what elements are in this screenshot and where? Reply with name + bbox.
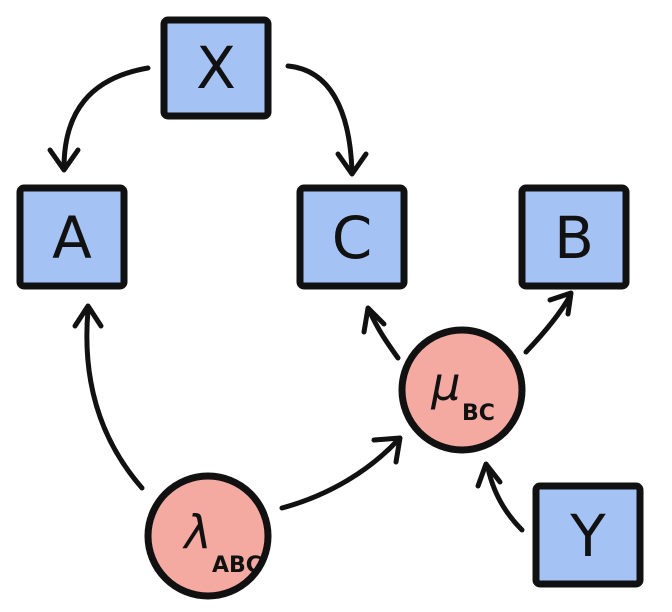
node-lambda: λ ABC — [144, 472, 272, 600]
edge-lambda-to-a — [72, 303, 145, 491]
node-lambda-symbol: λ — [181, 505, 211, 559]
node-y-label: Y — [569, 502, 606, 570]
edge-mu-to-b — [523, 290, 574, 355]
node-mu-symbol: μ — [430, 357, 460, 411]
node-b-label: B — [554, 204, 594, 272]
node-a-label: A — [52, 204, 92, 272]
edge-x-to-a — [47, 65, 151, 173]
node-a: A — [16, 184, 128, 290]
node-x-label: X — [196, 34, 236, 102]
edge-x-to-c — [285, 63, 369, 177]
node-lambda-subscript: ABC — [212, 553, 262, 578]
edge-lambda-to-mu — [279, 435, 403, 511]
edge-mu-to-c — [361, 305, 401, 361]
node-y: Y — [532, 482, 644, 588]
node-mu: μ BC — [398, 326, 526, 454]
edge-y-to-mu — [475, 461, 525, 533]
node-x: X — [160, 16, 272, 120]
node-c-label: C — [332, 204, 373, 272]
node-b: B — [518, 184, 630, 290]
node-c: C — [296, 184, 408, 290]
node-mu-subscript: BC — [462, 401, 495, 426]
